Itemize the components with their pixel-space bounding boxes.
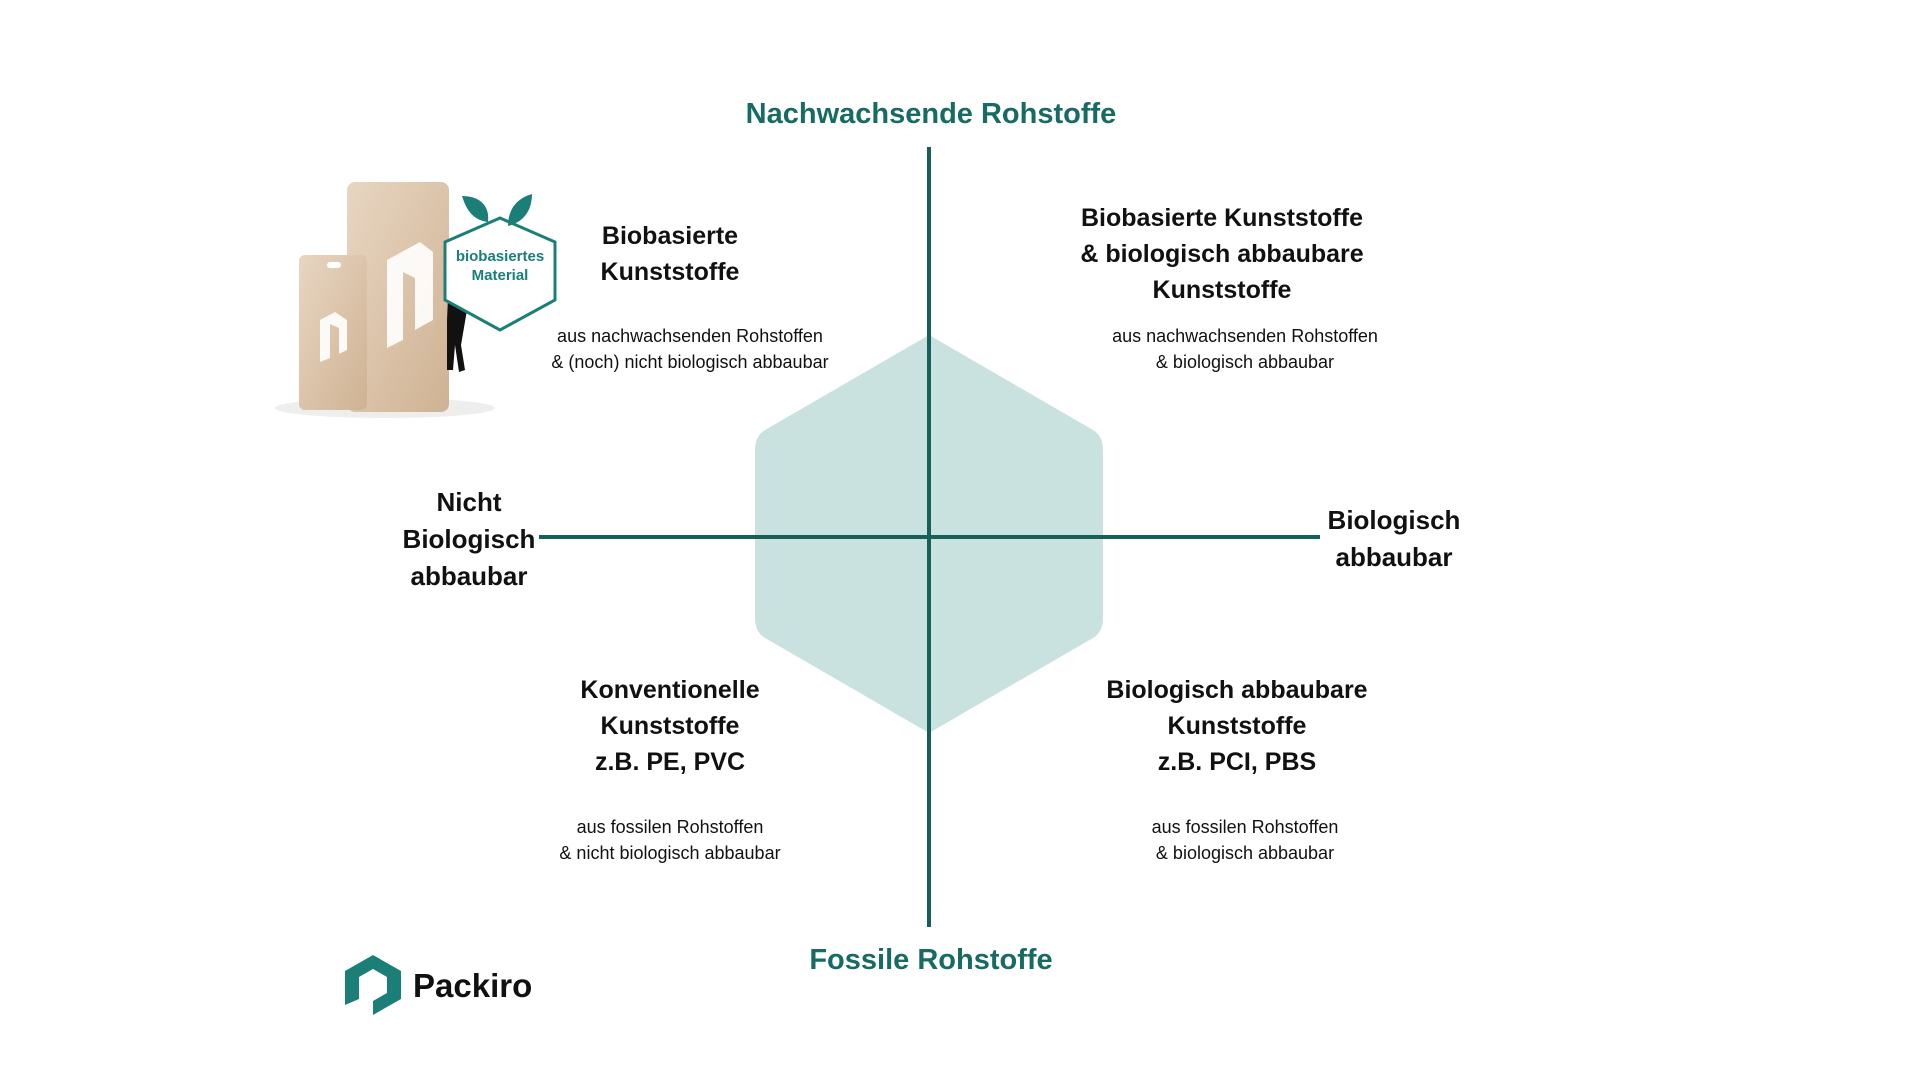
axis-label-left-line: Nicht	[436, 487, 502, 517]
biobased-material-badge: biobasiertes Material	[440, 190, 560, 335]
heading-line: Kunststoffe	[600, 258, 740, 286]
heading-line: Kunststoffe	[1152, 276, 1292, 304]
heading-line: Kunststoffe	[600, 712, 740, 740]
packiro-logo-icon	[345, 955, 401, 1015]
packiro-logo: Packiro	[345, 955, 532, 1017]
heading-line: Biobasierte	[601, 222, 739, 250]
heading-line: Kunststoffe	[1167, 712, 1307, 740]
quadrant-top-left-sub: aus nachwachsenden Rohstoffen & (noch) n…	[551, 323, 828, 375]
quadrant-bottom-left-sub: aus fossilen Rohstoffen & nicht biologis…	[559, 814, 780, 866]
badge-text: Material	[471, 267, 529, 284]
axis-title-bottom: Fossile Rohstoffe	[809, 944, 1053, 976]
quadrant-top-right-sub: aus nachwachsenden Rohstoffen & biologis…	[1112, 323, 1378, 375]
heading-line: z.B. PCI, PBS	[1157, 748, 1317, 776]
axis-label-right: Biologisch abbaubar	[1328, 502, 1461, 576]
quadrant-top-right-heading: Biobasierte Kunststoffe & biologisch abb…	[1080, 200, 1363, 308]
sub-line: & biologisch abbaubar	[1155, 352, 1335, 372]
axis-title-top: Nachwachsende Rohstoffe	[745, 98, 1117, 130]
sub-line: aus nachwachsenden Rohstoffen	[557, 326, 823, 346]
sub-line: aus fossilen Rohstoffen	[576, 817, 764, 837]
heading-line: Biologisch abbaubare	[1106, 676, 1368, 704]
pouch-bags-image	[275, 182, 495, 418]
sub-line: aus fossilen Rohstoffen	[1151, 817, 1339, 837]
sub-line: & biologisch abbaubar	[1155, 843, 1335, 863]
axis-label-left-line: Biologisch	[402, 524, 536, 554]
leaf-hexagon-icon	[443, 194, 557, 332]
heading-line: Biobasierte Kunststoffe	[1081, 204, 1363, 232]
sub-line: & nicht biologisch abbaubar	[559, 843, 781, 863]
badge-text: biobasiertes	[455, 248, 545, 265]
axis-label-right-line: Biologisch	[1327, 505, 1461, 535]
product-illustration	[275, 180, 565, 420]
sub-line: & (noch) nicht biologisch abbaubar	[551, 352, 829, 372]
sub-line: aus nachwachsenden Rohstoffen	[1112, 326, 1378, 346]
quadrant-bottom-right-heading: Biologisch abbaubare Kunststoffe z.B. PC…	[1106, 672, 1367, 780]
heading-line: z.B. PE, PVC	[594, 748, 746, 776]
brand-name: Packiro	[413, 967, 533, 1004]
quadrant-bottom-left-heading: Konventionelle Kunststoffe z.B. PE, PVC	[580, 672, 759, 780]
horizontal-axis	[539, 535, 1320, 539]
heading-line: & biologisch abbaubare	[1080, 240, 1364, 268]
axis-label-left-line: abbaubar	[410, 561, 528, 591]
quadrant-bottom-right-sub: aus fossilen Rohstoffen & biologisch abb…	[1152, 814, 1339, 866]
quadrant-top-left-heading: Biobasierte Kunststoffe	[601, 218, 740, 290]
heading-line: Konventionelle	[580, 676, 760, 704]
axis-label-right-line: abbaubar	[1335, 542, 1453, 572]
axis-label-left: Nicht Biologisch abbaubar	[403, 484, 536, 595]
